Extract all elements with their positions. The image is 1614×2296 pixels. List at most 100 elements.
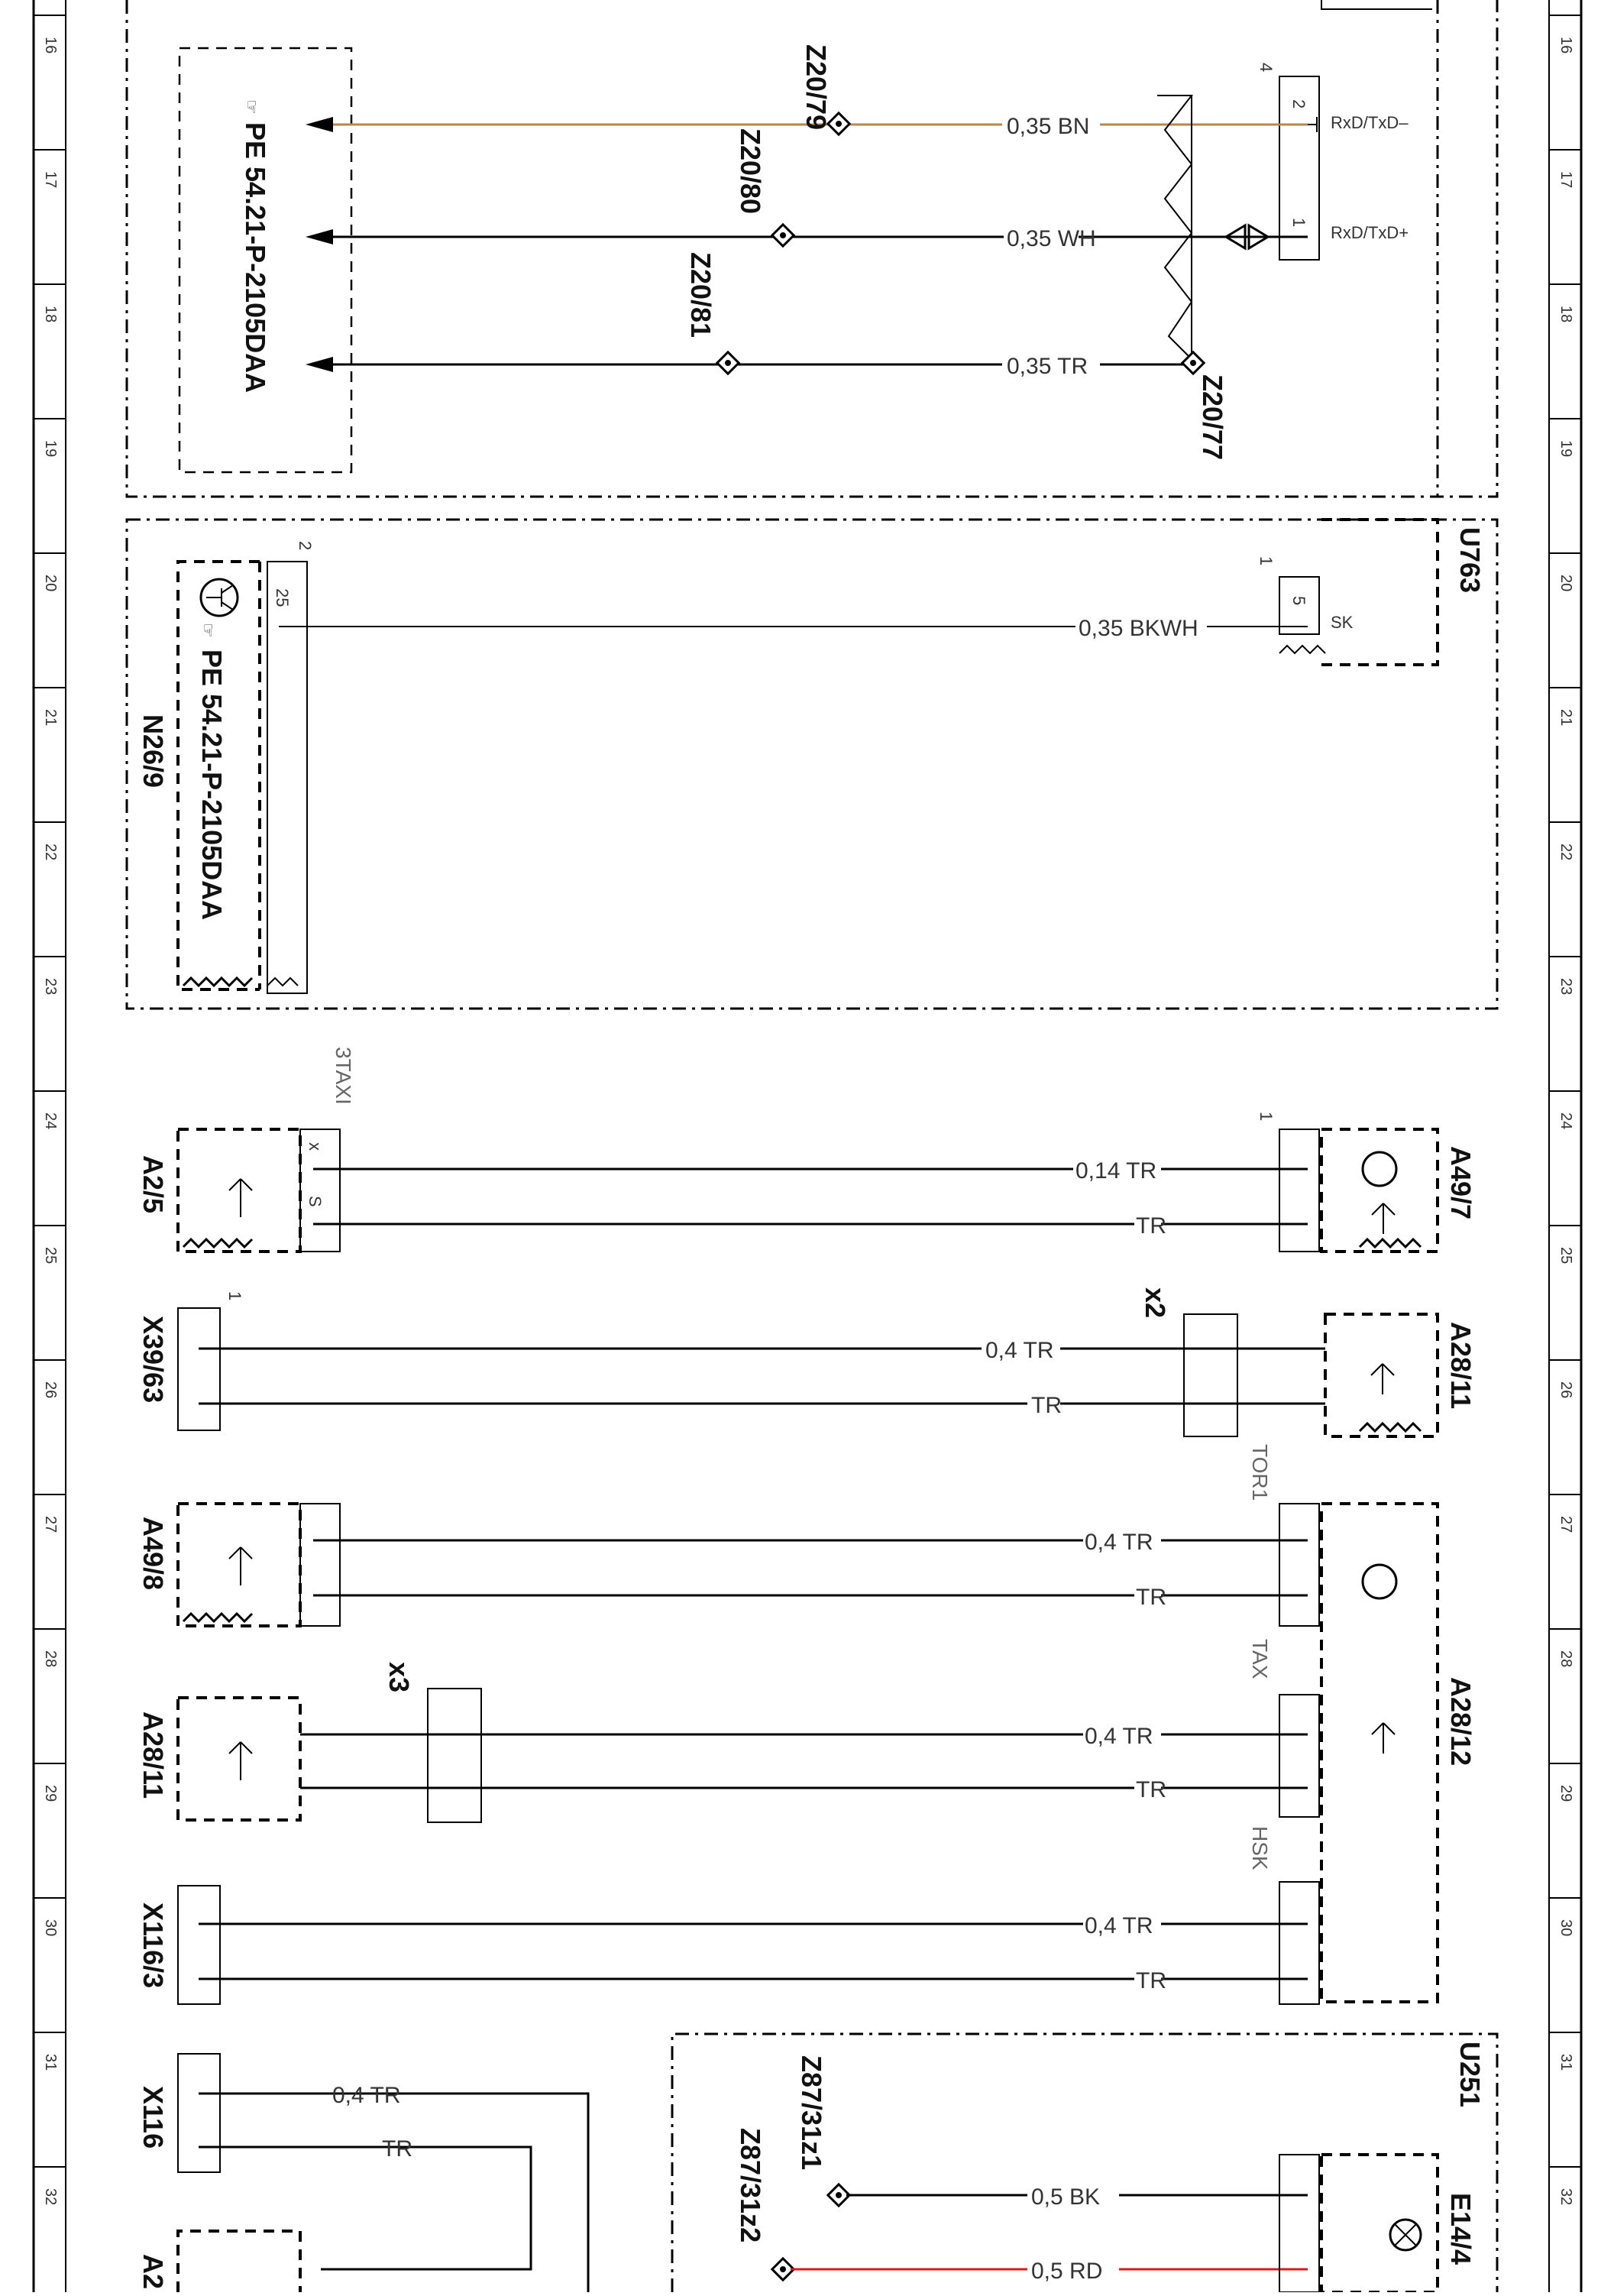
hand-pointer-icon-2: ☞ xyxy=(199,623,218,638)
wire-04-tr-x116-label: 0,4 TR xyxy=(332,2083,401,2108)
ruler-number-left: 18 xyxy=(42,306,59,322)
wire-wh[interactable]: 0,35 WH xyxy=(306,223,1308,251)
splice-z20-79[interactable]: Z20/79 xyxy=(801,44,852,137)
a2-5-module[interactable]: A2/5 x S 3TAXI xyxy=(137,1047,355,1253)
wire-bn[interactable]: 0,35 BN xyxy=(306,114,1318,139)
ref-box-top: ☞ PE 54.21-P-2105DAA xyxy=(178,47,353,474)
splice-z20-79-label: Z20/79 xyxy=(801,44,832,130)
ruler-number-right: 28 xyxy=(1557,1650,1574,1667)
pin-2-label: 2 xyxy=(1289,99,1308,108)
a49-8-label: A49/8 xyxy=(137,1517,169,1590)
ruler-number-right: 19 xyxy=(1557,440,1574,457)
x39-63-connector[interactable]: X39/63 1 xyxy=(137,1291,244,1431)
pin-4-label: 4 xyxy=(1257,63,1276,72)
ruler-number-right: 16 xyxy=(1557,37,1574,53)
x2-connector[interactable]: x2 xyxy=(1140,1287,1238,1437)
transistor-icon xyxy=(199,578,239,617)
a49-8-module[interactable]: A49/8 xyxy=(137,1502,341,1627)
a28-12-module[interactable]: A28/12 TOR1 TAX HSK xyxy=(1248,1444,1477,2005)
splice-z87-31z2[interactable]: Z87/31z2 xyxy=(735,2128,796,2282)
ref-doc-top[interactable]: PE 54.21-P-2105DAA xyxy=(240,122,271,393)
ruler-number-right: 20 xyxy=(1557,575,1574,591)
wire-tr-top[interactable]: 0,35 TR xyxy=(306,354,1192,379)
ruler-number-right: 24 xyxy=(1557,1112,1574,1129)
wire-05-bk[interactable]: 0,5 BK xyxy=(846,2184,1308,2210)
wire-05-rd[interactable]: 0,5 RD xyxy=(791,2259,1308,2284)
splice-z87-31z1[interactable]: Z87/31z1 xyxy=(796,2055,852,2208)
wire-tr-a28-11-label: TR xyxy=(1136,1777,1166,1802)
a28-11-right-label: A28/11 xyxy=(1445,1322,1477,1409)
wire-tr-a49-8-label: TR xyxy=(1136,1585,1166,1610)
hsk-tag: HSK xyxy=(1248,1826,1272,1870)
hand-pointer-icon: ☞ xyxy=(242,99,261,115)
n26-9-module[interactable]: ☞ PE 54.21-P-2105DAA N26/9 2 25 xyxy=(137,541,315,994)
antenna-icon xyxy=(228,1178,253,1217)
a2-bottom-label: A2 xyxy=(137,2254,169,2289)
n26-9-label: N26/9 xyxy=(137,714,169,788)
a28-11-left-module[interactable]: A28/11 xyxy=(137,1696,302,1822)
wire-bkwh[interactable]: 0,35 BKWH xyxy=(279,616,1308,641)
ruler-number-left: 17 xyxy=(42,171,59,188)
antenna-icon-a28-11 xyxy=(1370,1363,1395,1394)
transistor-icon-a28-12 xyxy=(1361,1563,1398,1600)
wire-04-tr-x39[interactable]: 0,4 TR TR xyxy=(199,1338,1325,1418)
n26-9-module-frame xyxy=(125,518,1499,1010)
wire-04-tr-a49-8[interactable]: 0,4 TR TR xyxy=(313,1530,1308,1610)
ruler-number-right: 18 xyxy=(1557,306,1574,322)
ruler-number-left: 22 xyxy=(42,844,59,860)
ruler-number-right: 26 xyxy=(1557,1381,1574,1398)
ruler-number-left: 30 xyxy=(42,1919,59,1936)
connector-u763-top: 4 2 1 RxD/TxD– RxD/TxD+ xyxy=(1257,63,1409,261)
sk-label: SK xyxy=(1331,613,1354,632)
antenna-icon-a28-12 xyxy=(1371,1722,1396,1754)
ruler-number-right: 29 xyxy=(1557,1785,1574,1802)
transistor-icon-a49-7 xyxy=(1361,1151,1398,1187)
ruler-number-right: 27 xyxy=(1557,1516,1574,1533)
rxd-minus-label: RxD/TxD– xyxy=(1331,113,1409,132)
wire-014-tr[interactable]: 0,14 TR TR xyxy=(313,1158,1308,1239)
wire-04-tr-x116-3[interactable]: 0,4 TR TR xyxy=(199,1913,1308,1993)
wire-tr-x116-3-label: TR xyxy=(1136,1968,1166,1993)
x3-connector[interactable]: x3 xyxy=(383,1662,482,1823)
pin-25-label: 25 xyxy=(273,588,292,607)
pin-2-n26: 2 xyxy=(296,541,315,550)
wire-04-tr-a28-11[interactable]: 0,4 TR TR xyxy=(300,1724,1308,1802)
ruler-number-right: 32 xyxy=(1557,2188,1574,2205)
ruler-number-left: 32 xyxy=(42,2188,59,2205)
antenna-icon-a49-7 xyxy=(1371,1203,1396,1234)
u763-label: U763 xyxy=(1454,527,1486,593)
antenna-icon-a49-8 xyxy=(228,1546,253,1585)
pin-5-label: 5 xyxy=(1289,596,1308,605)
x116-3-label: X116/3 xyxy=(137,1903,169,1988)
ruler-number-left: 29 xyxy=(42,1785,59,1802)
antenna-icon-a28-11-left xyxy=(228,1741,253,1780)
x116-3-connector[interactable]: X116/3 xyxy=(137,1885,221,2005)
right-ruler xyxy=(1548,0,1583,2292)
splice-z20-77[interactable]: Z20/77 xyxy=(1180,350,1228,460)
a2-bottom-module[interactable]: A2 xyxy=(137,2230,302,2292)
splice-z20-80-label: Z20/80 xyxy=(735,128,766,214)
e14-4-module[interactable]: E14/4 xyxy=(1279,2153,1477,2294)
wire-bn-label: 0,35 BN xyxy=(1007,114,1089,139)
left-ruler xyxy=(32,0,66,2292)
x116-connector[interactable]: X116 xyxy=(137,2053,221,2173)
ruler-number-right: 31 xyxy=(1557,2054,1574,2071)
wire-04-tr-x39-label: 0,4 TR xyxy=(985,1338,1054,1363)
wire-tr-x116-label: TR xyxy=(382,2136,412,2162)
a28-12-label: A28/12 xyxy=(1445,1677,1477,1766)
wire-04-tr-a49-8-label: 0,4 TR xyxy=(1085,1530,1153,1555)
wire-014-tr-label: 0,14 TR xyxy=(1075,1158,1156,1184)
splice-z20-80[interactable]: Z20/80 xyxy=(735,128,796,248)
wire-tr-top-label: 0,35 TR xyxy=(1007,354,1088,379)
wire-04-tr-x116[interactable]: 0,4 TR TR xyxy=(199,2083,590,2292)
u251-label: U251 xyxy=(1454,2042,1486,2107)
a49-7-module[interactable]: 1 A49/7 xyxy=(1257,1112,1477,1253)
ref-doc-n26[interactable]: PE 54.21-P-2105DAA xyxy=(196,649,228,920)
a2-5-label: A2/5 xyxy=(137,1155,169,1213)
a28-11-right-module[interactable]: A28/11 xyxy=(1324,1313,1477,1438)
pin-x: x xyxy=(306,1142,325,1151)
tax-tag: TAX xyxy=(1248,1639,1272,1679)
splice-z20-81[interactable]: Z20/81 xyxy=(685,252,741,376)
ruler-number-left: 26 xyxy=(42,1381,59,1398)
